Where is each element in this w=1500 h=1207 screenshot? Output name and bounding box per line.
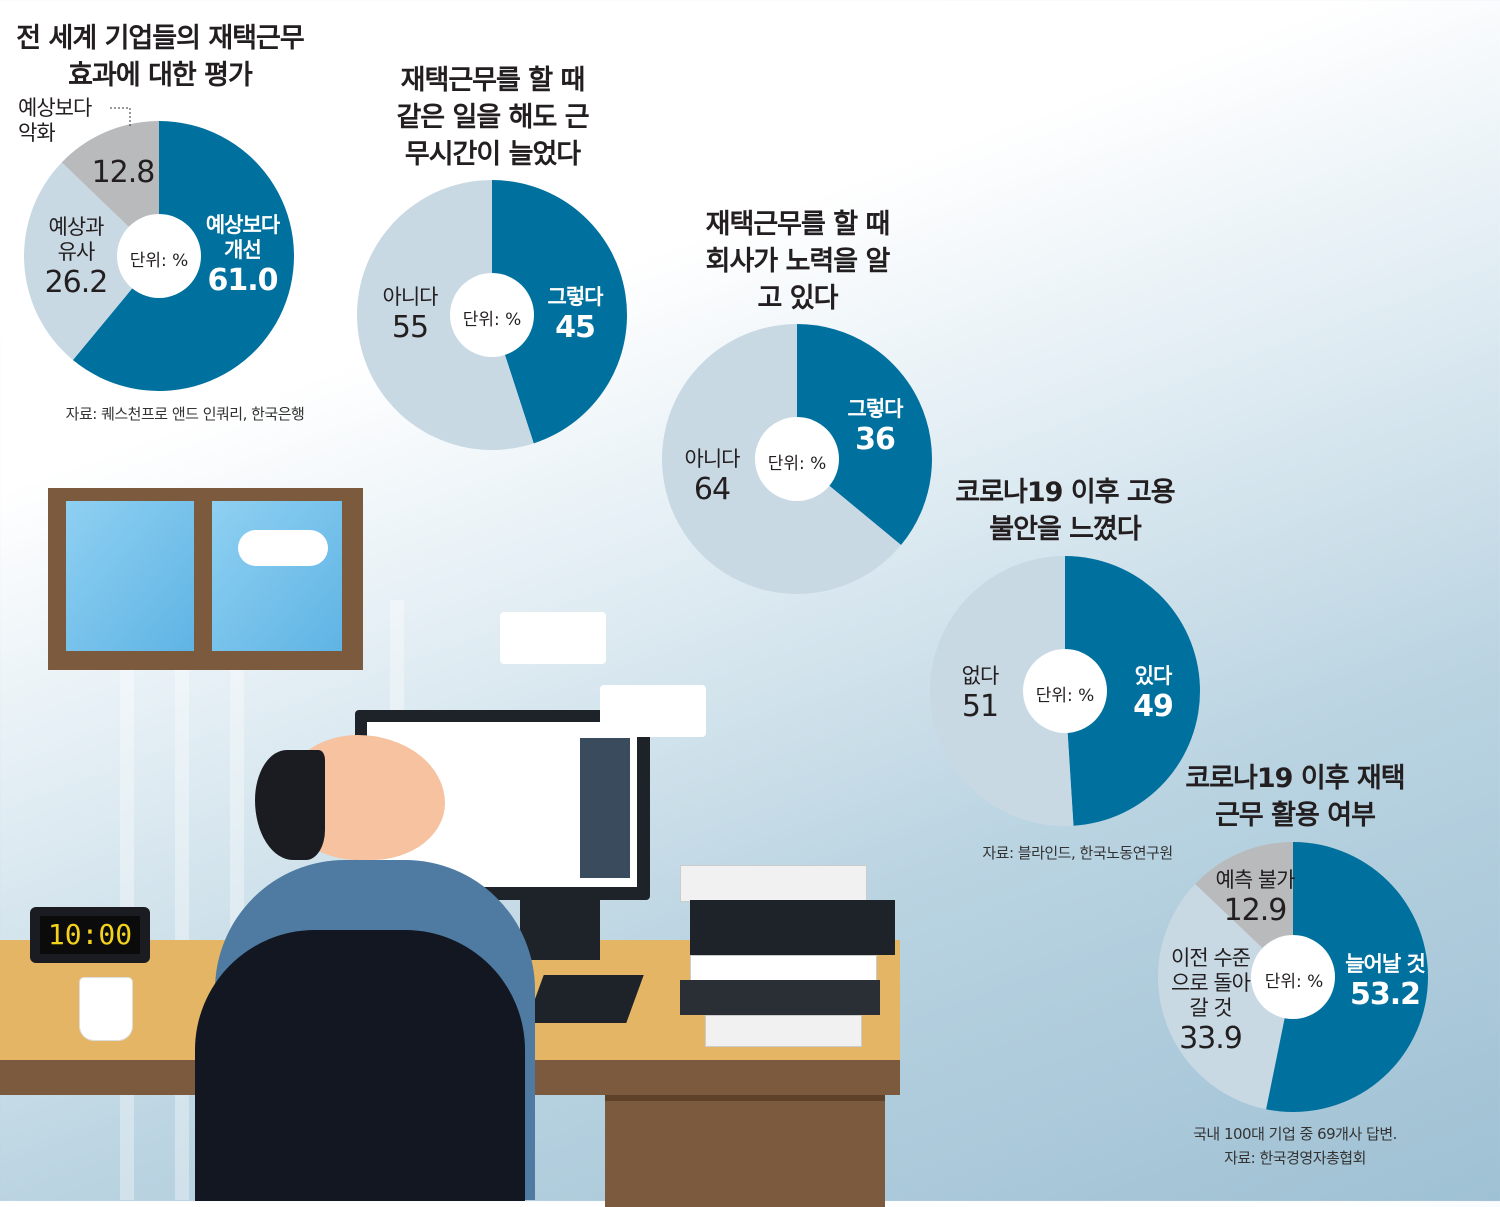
- unit-label: 단위: %: [462, 310, 522, 330]
- slice-value: 53.2: [1349, 977, 1421, 1012]
- slice-value: 36: [855, 422, 896, 457]
- binder-stack: [680, 865, 895, 1047]
- chart3-title: 재택근무를 할 때 회사가 노력을 알고 있다: [705, 209, 891, 314]
- slice-value: 33.9: [1179, 1021, 1243, 1056]
- chart2-title: 재택근무를 할 때 같은 일을 해도 근무시간이 늘었다: [396, 65, 589, 170]
- pie2-slice-2: [357, 180, 534, 450]
- pie2-slice-1: [492, 180, 628, 444]
- slice-label: 아니다: [684, 447, 741, 471]
- slice-value: 12.9: [1223, 893, 1288, 928]
- cloud: [238, 530, 328, 566]
- slice-value: 45: [555, 310, 596, 345]
- unit-label: 단위: %: [1264, 972, 1324, 992]
- chart5-title: 코로나19 이후 재택근무 활용 여부: [1185, 763, 1405, 831]
- pie5-slice-1: [1266, 841, 1429, 1112]
- pie2-center-hole: [450, 273, 534, 357]
- chart1-label-worse: 예상보다 악화: [18, 96, 92, 145]
- person-hair: [255, 750, 325, 860]
- coffee-mug: [80, 978, 132, 1040]
- digital-clock: 10:00: [30, 907, 150, 963]
- chart5-source: 자료: 한국경영자총협회: [1224, 1149, 1366, 1167]
- monitor-stand: [520, 900, 600, 960]
- pie1-center-hole: [117, 214, 201, 298]
- chart5-note: 국내 100대 기업 중 69개사 답변.: [1193, 1125, 1397, 1143]
- chat-bubble: [600, 685, 706, 737]
- chart1-title: 전 세계 기업들의 재택근무 효과에 대한 평가: [16, 23, 304, 91]
- chart4-source: 자료: 블라인드, 한국노동연구원: [982, 844, 1173, 862]
- slice-label: 이전 수준으로 돌아갈 것: [1171, 946, 1251, 1020]
- clock-display: 10:00: [40, 916, 140, 954]
- unit-label: 단위: %: [767, 454, 827, 474]
- chart4-title: 코로나19 이후 고용 불안을 느꼈다: [955, 477, 1175, 545]
- slice-label: 그렇다: [847, 397, 904, 421]
- pie1-slice-2: [23, 162, 160, 361]
- slice-value: 51: [961, 689, 999, 724]
- chat-bubble: [500, 612, 606, 664]
- pie3-slice-1: [797, 324, 933, 546]
- pie4-slice-1: [1065, 556, 1200, 826]
- slice-value: 49: [1133, 689, 1174, 724]
- leader-line: [110, 107, 131, 126]
- slice-label: 없다: [961, 664, 1000, 688]
- pie3-center-hole: [755, 417, 839, 501]
- pie4-center-hole: [1023, 649, 1107, 733]
- window: [48, 488, 363, 670]
- chart1-source: 자료: 퀘스천프로 앤드 인쿼리, 한국은행: [65, 405, 305, 423]
- slice-label: 있다: [1134, 664, 1173, 688]
- pie5-slice-2: [1158, 883, 1293, 1110]
- slice-value: 61.0: [207, 263, 278, 298]
- slice-value: 26.2: [44, 265, 109, 300]
- unit-label: 단위: %: [129, 251, 189, 271]
- slice-label: 예상보다 개선: [205, 213, 280, 262]
- slice-label: 그렇다: [547, 285, 604, 309]
- slice-label: 예상과 유사: [48, 215, 105, 264]
- unit-label: 단위: %: [1035, 686, 1095, 706]
- chair: [195, 930, 525, 1201]
- slice-label: 늘어날 것: [1345, 952, 1426, 976]
- slice-label: 아니다: [382, 285, 439, 309]
- slice-value: 55: [391, 310, 429, 345]
- desk-drawer: [605, 1095, 885, 1207]
- slice-label: 예측 불가: [1215, 868, 1296, 892]
- pie5-center-hole: [1251, 935, 1335, 1019]
- pie4-slice-2: [929, 556, 1074, 826]
- slice-value: 64: [693, 472, 731, 507]
- slice-value: 12.8: [91, 155, 156, 190]
